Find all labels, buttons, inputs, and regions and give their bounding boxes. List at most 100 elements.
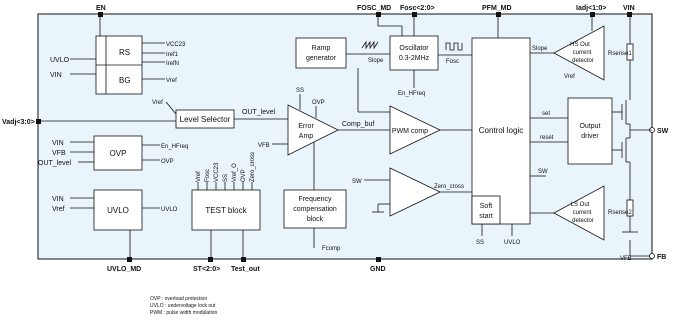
pin-iadj-marker <box>590 12 595 17</box>
pin-iadj: Iadj<1:0> <box>576 5 606 12</box>
hs-label-2: current <box>573 50 592 56</box>
pin-gnd: GND <box>370 266 386 273</box>
freq-comp-label-3: block <box>307 216 324 223</box>
pin-pfm-md-marker <box>496 12 501 17</box>
zero-cross-comparator <box>389 167 441 217</box>
signal-rsense1: Rsense1 <box>608 51 632 57</box>
signal-vfb-err: VFB <box>258 143 270 149</box>
pin-test-out-marker <box>241 257 246 262</box>
error-amp-label-1: Error <box>298 123 314 130</box>
hs-current-detector <box>553 25 605 81</box>
pin-fb: FB <box>657 254 666 261</box>
legend-line-pwm: PWM : pulse width modulation <box>150 310 218 316</box>
legend-line-ovp: OVP : overload protection <box>150 296 208 302</box>
signal-sw-logic: SW <box>538 169 548 175</box>
signal-ss-out: SS <box>476 240 484 246</box>
osc-label-2: 0.3-2MHz <box>399 55 430 62</box>
signal-iref1: Iref1 <box>166 52 179 58</box>
ls-current-detector <box>553 185 605 241</box>
test-block <box>191 189 261 231</box>
uvlo-block <box>93 189 143 231</box>
signal-vfb-pin: VFB <box>620 256 632 262</box>
pin-st: ST<2:0> <box>193 266 220 273</box>
clock-waveform-icon <box>445 42 463 51</box>
pin-fosc-md: FOSC_MD <box>357 5 391 12</box>
signal-out-level: OUT_level <box>242 109 276 116</box>
pwm-comparator <box>389 105 441 155</box>
signal-slope-osc: Slope <box>368 58 384 64</box>
ls-label-3: detector <box>572 218 594 224</box>
signal-ovp-out: OVP <box>161 159 174 165</box>
pin-st-marker <box>208 257 213 262</box>
freq-comp-label-1: Frequency <box>298 196 332 203</box>
test-block-label: TEST block <box>205 206 247 215</box>
signal-uvlo-sc: UVLO <box>504 240 521 246</box>
pin-fb-marker <box>649 253 655 259</box>
signal-reset: reset <box>540 135 554 141</box>
soft-start-block <box>471 195 501 225</box>
signal-zero-cross: Zero_cross <box>434 184 464 190</box>
signal-vref-err: Vref <box>152 100 163 106</box>
ovp-block <box>93 135 143 171</box>
oscillator-block <box>389 35 439 71</box>
output-driver-label-1: Output <box>579 123 600 130</box>
pin-uvlo-md-marker <box>127 257 132 262</box>
uvlo-label: UVLO <box>107 206 129 215</box>
ramp-waveform-icon <box>361 40 379 50</box>
signal-fosc-out: Fosc <box>446 59 459 65</box>
signal-uvlo-vref: Vref <box>52 206 65 213</box>
pin-vin: VIN <box>623 5 635 12</box>
signal-set: set <box>542 111 550 117</box>
signal-vin-in: VIN <box>50 72 62 79</box>
pin-fosc-md-marker <box>376 12 381 17</box>
pin-pfm-md: PFM_MD <box>482 5 512 12</box>
test-input-4: Vref_O <box>232 163 238 182</box>
ls-label-1: LS Out <box>571 202 590 208</box>
test-input-0: Vref <box>196 171 202 182</box>
rs-label: RS <box>119 48 130 57</box>
soft-start-label-1: Soft <box>480 203 493 210</box>
signal-ovp-outlevel: OUT_level <box>38 160 72 167</box>
ramp-label-2: generator <box>306 55 337 62</box>
pin-vadj-marker <box>36 119 41 124</box>
signal-en-hfreq-ovp: En_HFreq <box>161 144 188 150</box>
osc-label-1: Oscillator <box>399 45 429 52</box>
signal-vref-hs: Vref <box>564 74 575 80</box>
ovp-label: OVP <box>110 149 127 158</box>
frequency-compensation-block <box>283 189 347 229</box>
pin-vin-marker <box>627 12 632 17</box>
pin-uvlo-md: UVLO_MD <box>107 266 141 273</box>
output-driver-label-2: driver <box>581 133 599 140</box>
level-selector-label: Level Selector <box>180 115 231 124</box>
legend-line-uvlo: UVLO : undervoltage lock out <box>150 303 216 309</box>
test-input-2: VCC23 <box>214 162 220 182</box>
bg-label: BG <box>119 76 131 85</box>
signal-uvlo-out: UVLO <box>161 207 178 213</box>
soft-start-label-2: start <box>479 213 493 220</box>
pin-en: EN <box>96 5 106 12</box>
pin-gnd-marker <box>376 257 381 262</box>
pin-en-marker <box>98 12 103 17</box>
test-input-3: SS <box>223 174 229 182</box>
control-logic-label: Control logic <box>479 126 523 135</box>
signal-vcc23: VCC23 <box>166 42 186 48</box>
signal-rsense2: Rsense2 <box>608 210 632 216</box>
signal-ovp-err: OVP <box>312 100 325 106</box>
pin-fosc: Fosc<2:0> <box>400 5 435 12</box>
pwm-comp-label: PWM comp <box>392 128 428 135</box>
pin-test-out: Test_out <box>231 266 260 273</box>
freq-comp-label-2: compensation <box>293 206 337 213</box>
ramp-label-1: Ramp <box>312 45 331 52</box>
output-driver-block <box>567 97 613 165</box>
ls-label-2: current <box>573 210 592 216</box>
signal-ovp-vin: VIN <box>52 140 64 147</box>
hs-label-1: HS Out <box>570 42 590 48</box>
pin-fosc-marker <box>412 12 417 17</box>
signal-uvlo-vin: VIN <box>52 196 64 203</box>
test-block-inputs: Vref Fosc VCC23 SS Vref_O OVP Zero_cross <box>196 152 256 190</box>
ramp-generator-block <box>295 37 347 69</box>
test-input-5: OVP <box>241 169 247 182</box>
error-amp-label-2: Amp <box>299 133 314 140</box>
signal-en-hfreq-osc: En_HFreq <box>398 91 425 97</box>
